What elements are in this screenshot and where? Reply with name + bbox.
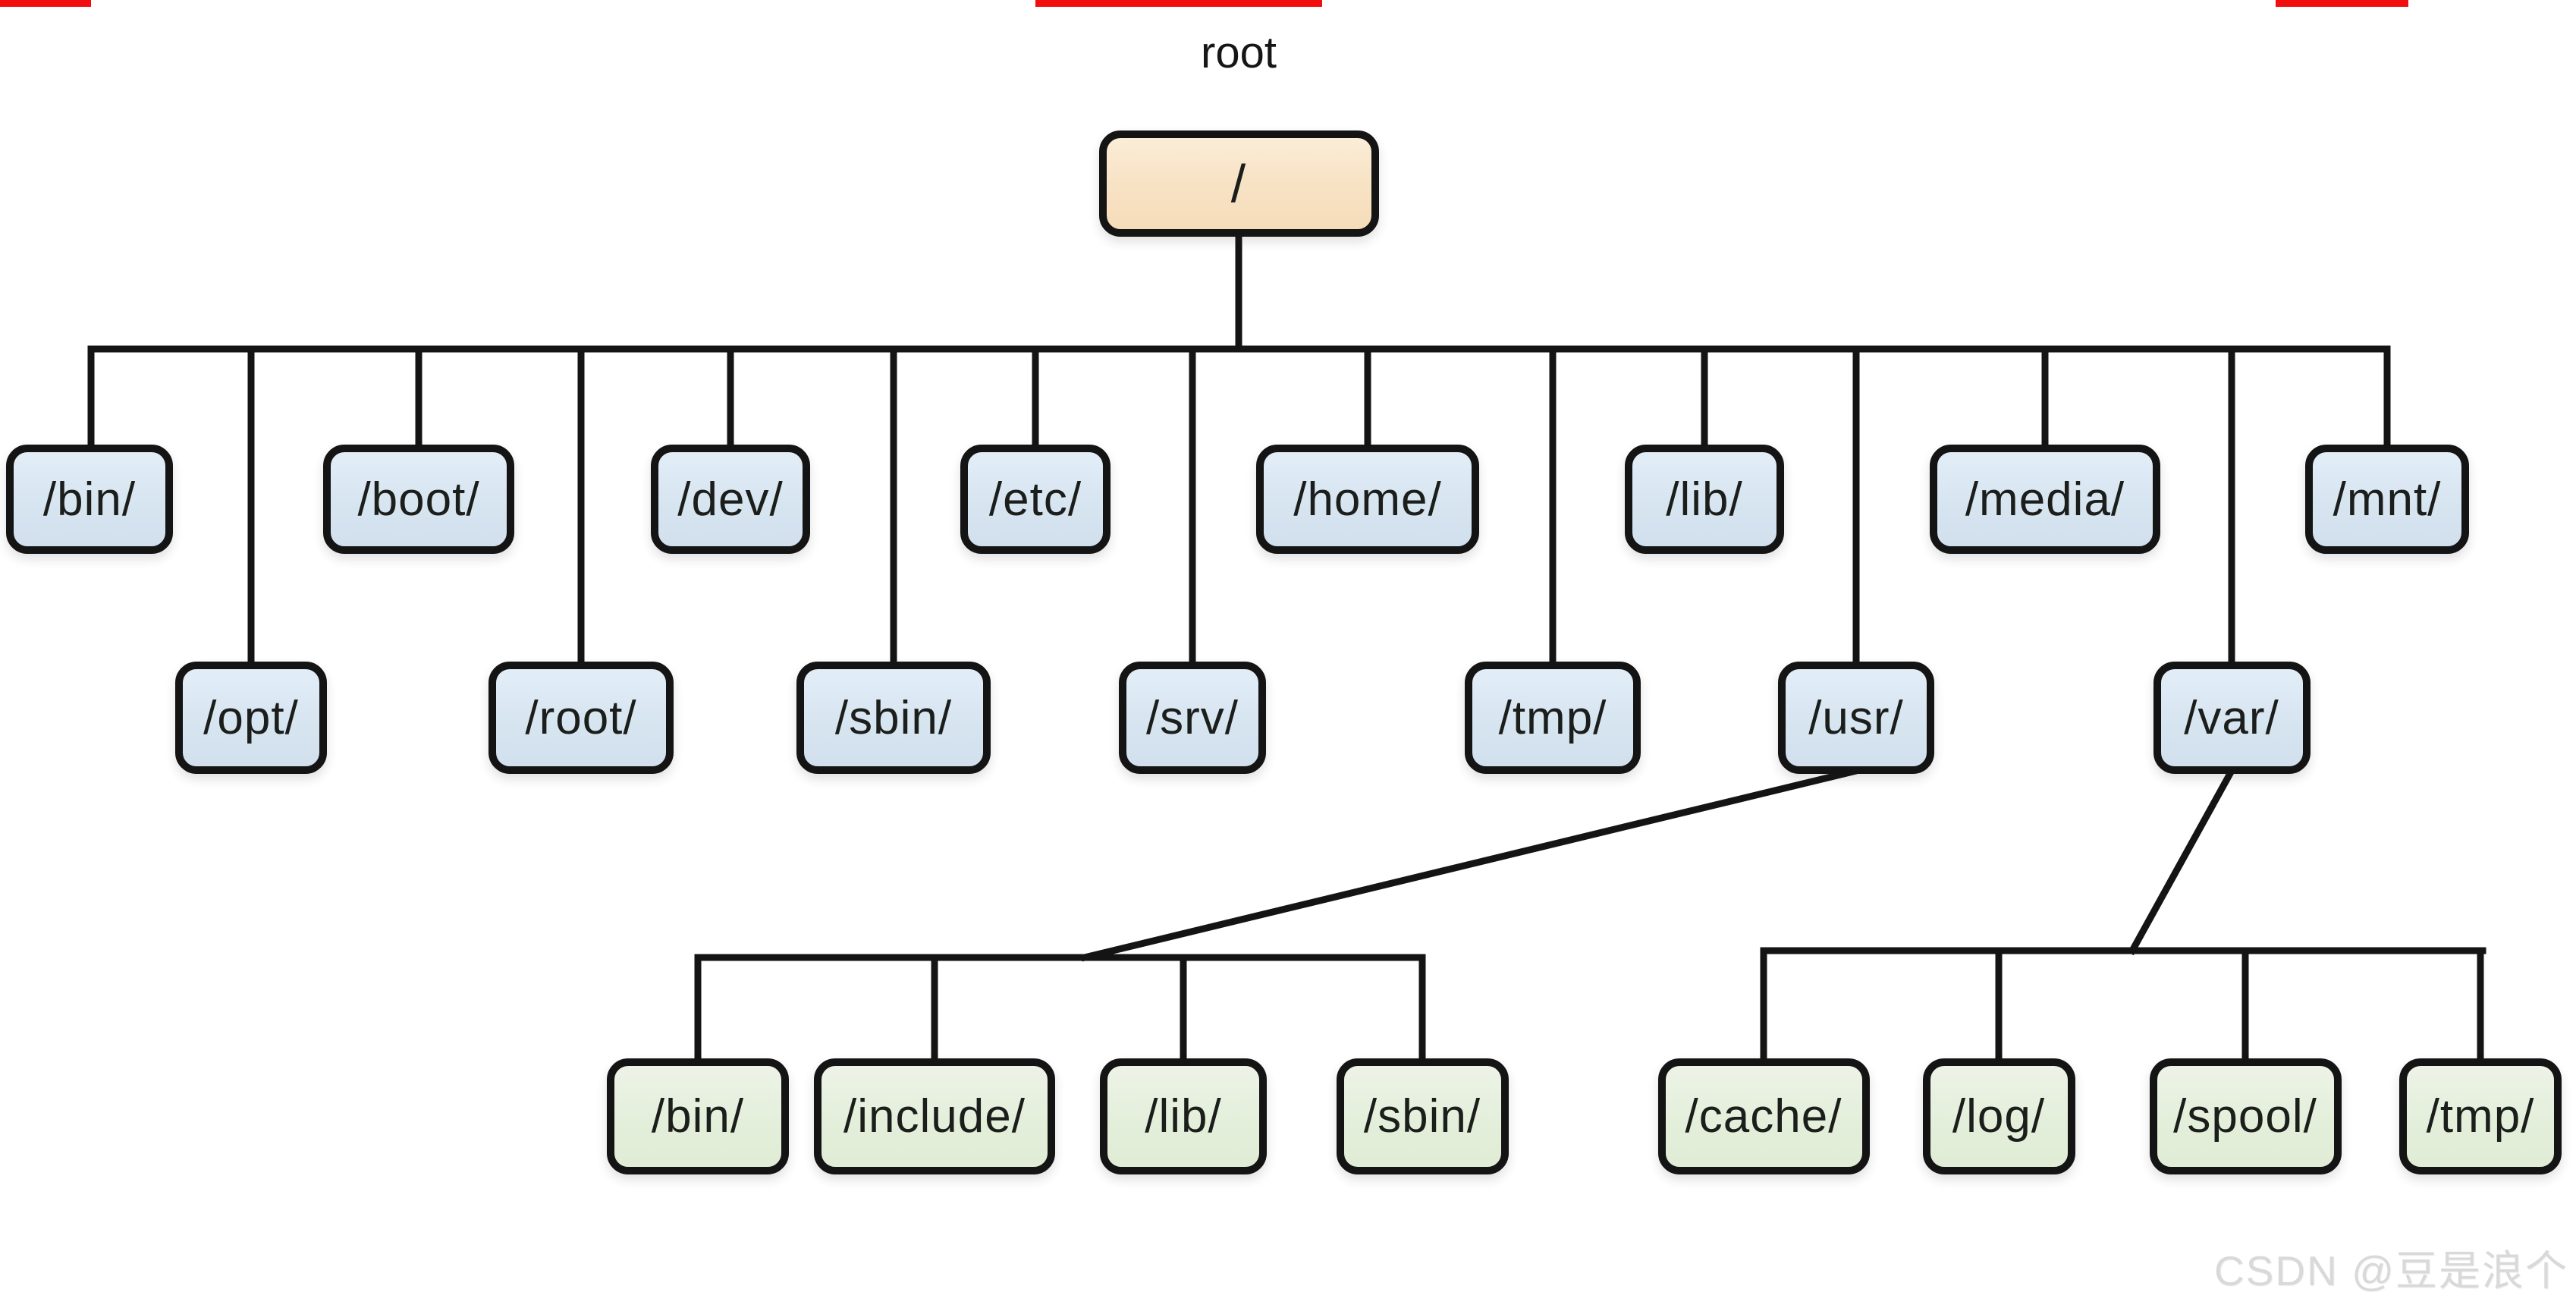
tree-node-usr_lib: /lib/: [1100, 1058, 1267, 1174]
tree-node-sbin: /sbin/: [796, 662, 991, 774]
watermark-text: CSDN @豆是浪个: [2214, 1247, 2568, 1294]
root-caption: root: [1201, 28, 1277, 77]
tree-node-bin: /bin/: [6, 445, 173, 554]
tree-node-srv: /srv/: [1119, 662, 1266, 774]
tree-node-var: /var/: [2153, 662, 2311, 774]
tree-node-boot: /boot/: [323, 445, 514, 554]
top-red-marker-left: [0, 0, 91, 7]
tree-node-var_cache: /cache/: [1657, 1058, 1870, 1174]
tree-node-media: /media/: [1930, 445, 2160, 554]
tree-node-lib: /lib/: [1625, 445, 1784, 554]
tree-node-root_node: /: [1098, 130, 1379, 237]
tree-node-opt: /opt/: [175, 662, 327, 774]
top-red-marker-right: [2276, 0, 2408, 7]
tree-node-usr_bin: /bin/: [607, 1058, 789, 1174]
tree-node-etc: /etc/: [960, 445, 1111, 554]
tree-node-var_tmp: /tmp/: [2399, 1058, 2562, 1174]
top-red-marker-center: [1035, 0, 1322, 7]
tree-node-mnt: /mnt/: [2305, 445, 2469, 554]
tree-node-home: /home/: [1256, 445, 1479, 554]
tree-node-dev: /dev/: [651, 445, 810, 554]
tree-node-tmp: /tmp/: [1465, 662, 1641, 774]
tree-node-root_dir: /root/: [488, 662, 674, 774]
tree-node-usr: /usr/: [1778, 662, 1934, 774]
tree-node-usr_include: /include/: [814, 1058, 1055, 1174]
tree-node-var_log: /log/: [1922, 1058, 2075, 1174]
tree-node-usr_sbin: /sbin/: [1336, 1058, 1509, 1174]
tree-node-var_spool: /spool/: [2149, 1058, 2342, 1174]
